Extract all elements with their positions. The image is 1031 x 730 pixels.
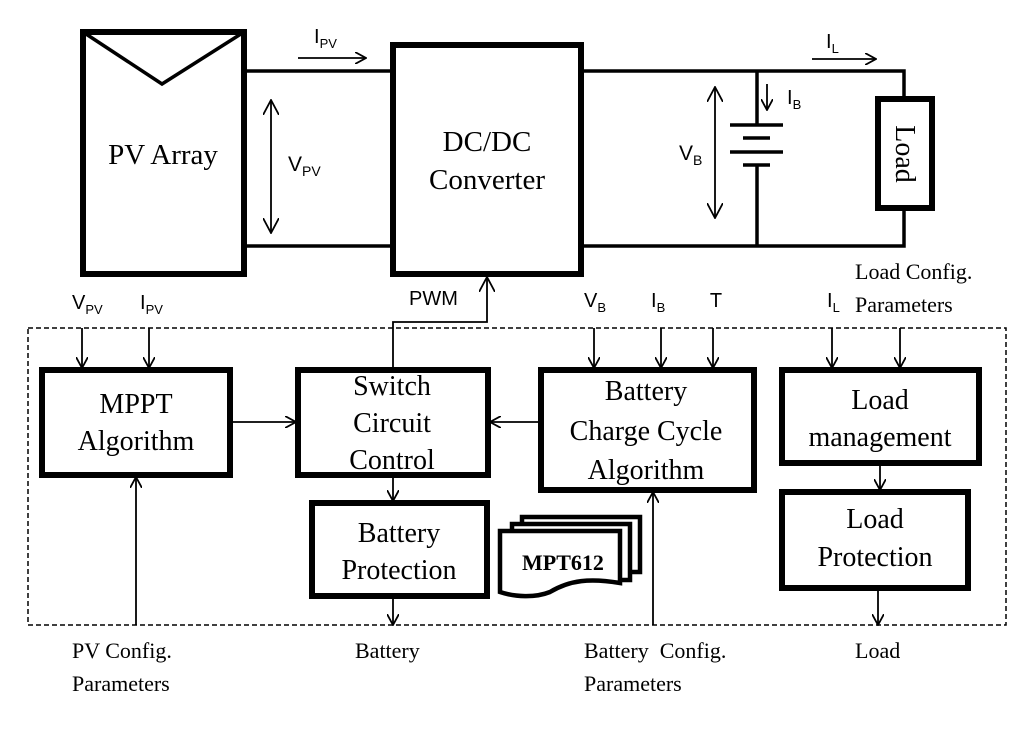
pv-config-line1: PV Config. xyxy=(72,638,172,663)
i-l-label: IL xyxy=(826,31,839,56)
v-pv-label: VPV xyxy=(288,153,321,179)
mppt-algorithm-block: MPPT Algorithm xyxy=(39,367,233,478)
dcdc-label-line1: DC/DC xyxy=(443,126,532,158)
pwm-label: PWM xyxy=(409,288,458,310)
load-management-block: Load management xyxy=(779,367,982,466)
pv-panel-icon xyxy=(82,30,245,87)
mppt-line2: Algorithm xyxy=(78,426,195,457)
switch-line3: Control xyxy=(349,445,435,476)
pv-array-label: PV Array xyxy=(108,139,218,171)
load-config-line1: Load Config. xyxy=(855,259,972,284)
input-v-b: VB xyxy=(584,290,606,315)
batt-prot-line1: Battery xyxy=(358,518,440,549)
pv-array-block: PV Array xyxy=(80,29,247,277)
battery-charge-cycle-block: Battery Charge Cycle Algorithm xyxy=(538,367,757,493)
switch-circuit-control-block: Switch Circuit Control xyxy=(295,367,491,478)
load-prot-line2: Protection xyxy=(817,542,932,573)
battery-config-line1: Battery Config. xyxy=(584,638,726,663)
input-i-l: IL xyxy=(827,290,840,315)
input-v-pv: VPV xyxy=(72,292,103,317)
load-protection-block: Load Protection xyxy=(779,489,971,591)
dcdc-converter-block: DC/DC Converter xyxy=(390,42,584,277)
load-prot-line1: Load xyxy=(846,504,904,535)
charge-line3: Algorithm xyxy=(588,455,705,486)
pv-config-line2: Parameters xyxy=(72,671,170,696)
switch-line2: Circuit xyxy=(353,408,431,439)
load-config-line2: Parameters xyxy=(855,292,953,317)
load-mgmt-line2: management xyxy=(808,422,951,453)
load-label: Load xyxy=(889,125,920,183)
output-top-wire xyxy=(581,69,906,99)
mpt612-chip-icon: MPT612 xyxy=(497,514,643,599)
charge-line1: Battery xyxy=(605,376,687,407)
input-i-pv: IPV xyxy=(140,292,163,317)
load-mgmt-line1: Load xyxy=(851,385,909,416)
battery-output-label: Battery xyxy=(355,638,420,663)
pwm-signal-line xyxy=(392,277,487,369)
load-block: Load xyxy=(875,96,935,211)
mppt-line1: MPPT xyxy=(99,389,172,420)
controller-boundary xyxy=(27,327,1007,626)
switch-line1: Switch xyxy=(353,371,431,402)
i-b-label: IB xyxy=(787,87,801,112)
charge-line2: Charge Cycle xyxy=(570,416,723,447)
dcdc-label-line2: Converter xyxy=(429,164,545,196)
batt-prot-line2: Protection xyxy=(341,555,456,586)
input-t: T xyxy=(710,290,722,312)
battery-config-line2: Parameters xyxy=(584,671,682,696)
output-bottom-wire xyxy=(581,208,906,248)
input-i-b: IB xyxy=(651,290,665,315)
v-b-label: VB xyxy=(679,142,702,168)
mpt612-label: MPT612 xyxy=(522,550,604,575)
battery-protection-block: Battery Protection xyxy=(309,500,490,599)
i-pv-label: IPV xyxy=(314,26,337,51)
load-output-label: Load xyxy=(855,638,900,663)
battery-symbol-icon xyxy=(730,71,783,246)
